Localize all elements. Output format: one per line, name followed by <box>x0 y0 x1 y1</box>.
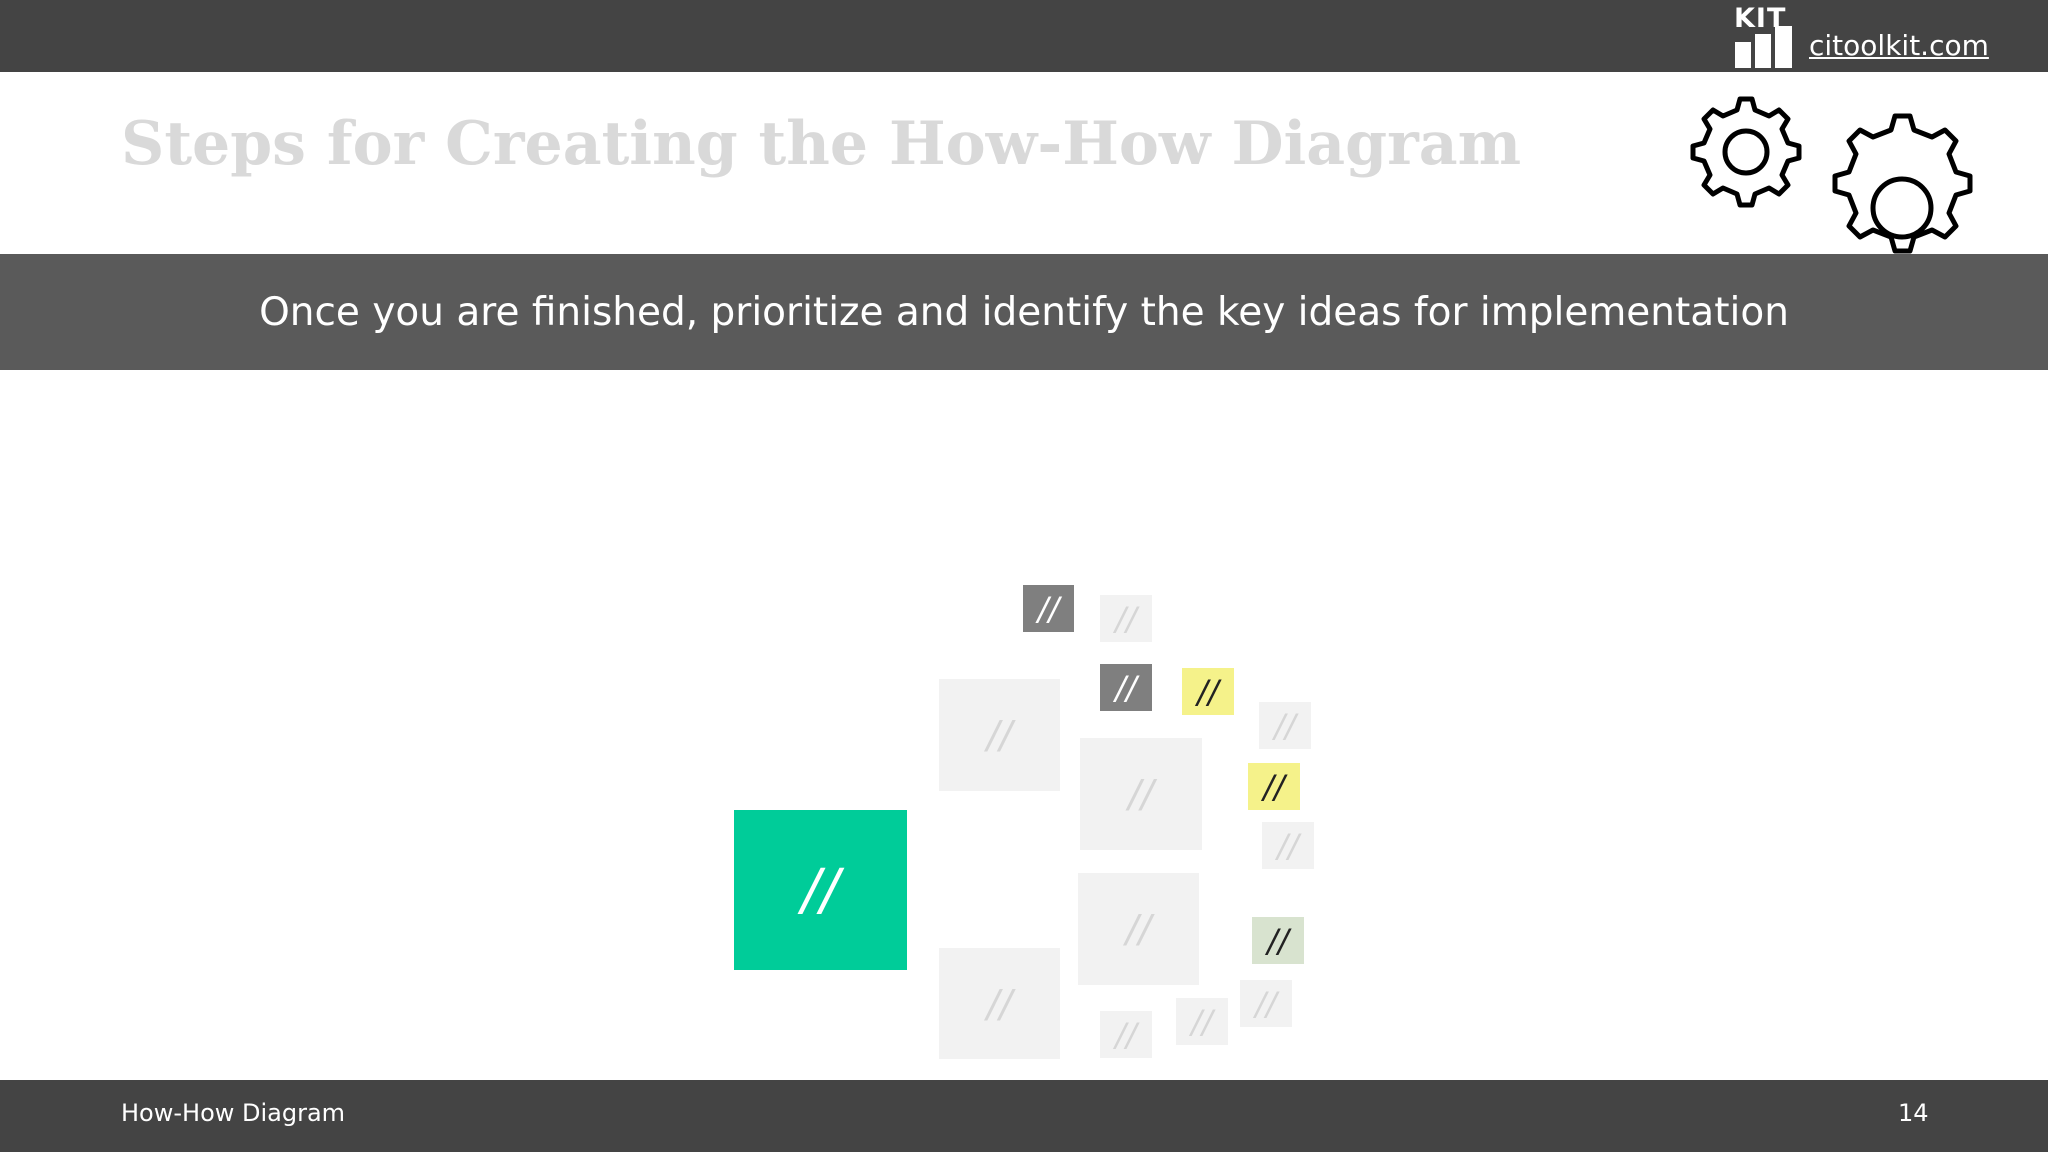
box-placeholder: // <box>1115 1015 1137 1054</box>
subtitle-text: Once you are finished, prioritize and id… <box>259 289 1789 335</box>
bottom-bar <box>0 1080 2048 1152</box>
page-title: Steps for Creating the How-How Diagram <box>121 109 1522 179</box>
how-box-level3[interactable]: // <box>1100 1011 1152 1058</box>
box-placeholder: // <box>986 981 1013 1026</box>
how-box-level1[interactable]: // <box>939 679 1060 791</box>
how-box-level3[interactable]: // <box>1176 998 1228 1045</box>
box-placeholder: // <box>1115 599 1137 638</box>
box-placeholder: // <box>1274 706 1296 745</box>
how-box-level3[interactable]: // <box>1262 822 1314 869</box>
box-placeholder: // <box>1255 984 1277 1023</box>
page-number: 14 <box>1898 1099 1929 1127</box>
subtitle-band: Once you are finished, prioritize and id… <box>0 254 2048 370</box>
root-problem-box[interactable]: // <box>734 810 907 970</box>
footer-label: How-How Diagram <box>121 1099 346 1127</box>
box-placeholder: // <box>1277 826 1299 865</box>
kit-logo-bar <box>1755 34 1771 68</box>
how-box-level3[interactable]: // <box>1259 702 1311 749</box>
box-placeholder: // <box>1267 921 1289 960</box>
how-box-level2[interactable]: // <box>1080 738 1202 850</box>
how-box-level1[interactable]: // <box>939 948 1060 1059</box>
how-box-level2[interactable]: // <box>1078 873 1199 985</box>
box-placeholder: // <box>1197 672 1219 711</box>
how-box-level3[interactable]: // <box>1240 980 1292 1027</box>
how-box-level3-key-idea[interactable]: // <box>1182 668 1234 715</box>
box-placeholder: // <box>1128 772 1154 816</box>
how-box-level3-key-idea[interactable]: // <box>1252 917 1304 964</box>
box-placeholder: // <box>801 857 840 923</box>
kit-logo-bar <box>1735 42 1751 68</box>
box-placeholder: // <box>1125 907 1152 951</box>
how-box-level3[interactable]: // <box>1100 595 1152 642</box>
kit-logo-bar <box>1775 26 1792 68</box>
site-link[interactable]: citoolkit.com <box>1809 29 1989 62</box>
how-box-level3-selected[interactable]: // <box>1100 664 1152 711</box>
how-box-level3-key-idea[interactable]: // <box>1248 763 1300 810</box>
how-box-level3-selected[interactable]: // <box>1023 585 1074 632</box>
kit-logo: KIT <box>1733 4 1795 68</box>
box-placeholder: // <box>1191 1002 1213 1041</box>
box-placeholder: // <box>1037 589 1060 628</box>
box-placeholder: // <box>986 713 1013 757</box>
box-placeholder: // <box>1263 767 1285 806</box>
top-bar <box>0 0 2048 72</box>
box-placeholder: // <box>1115 668 1137 707</box>
gears-icon <box>1684 92 2014 254</box>
